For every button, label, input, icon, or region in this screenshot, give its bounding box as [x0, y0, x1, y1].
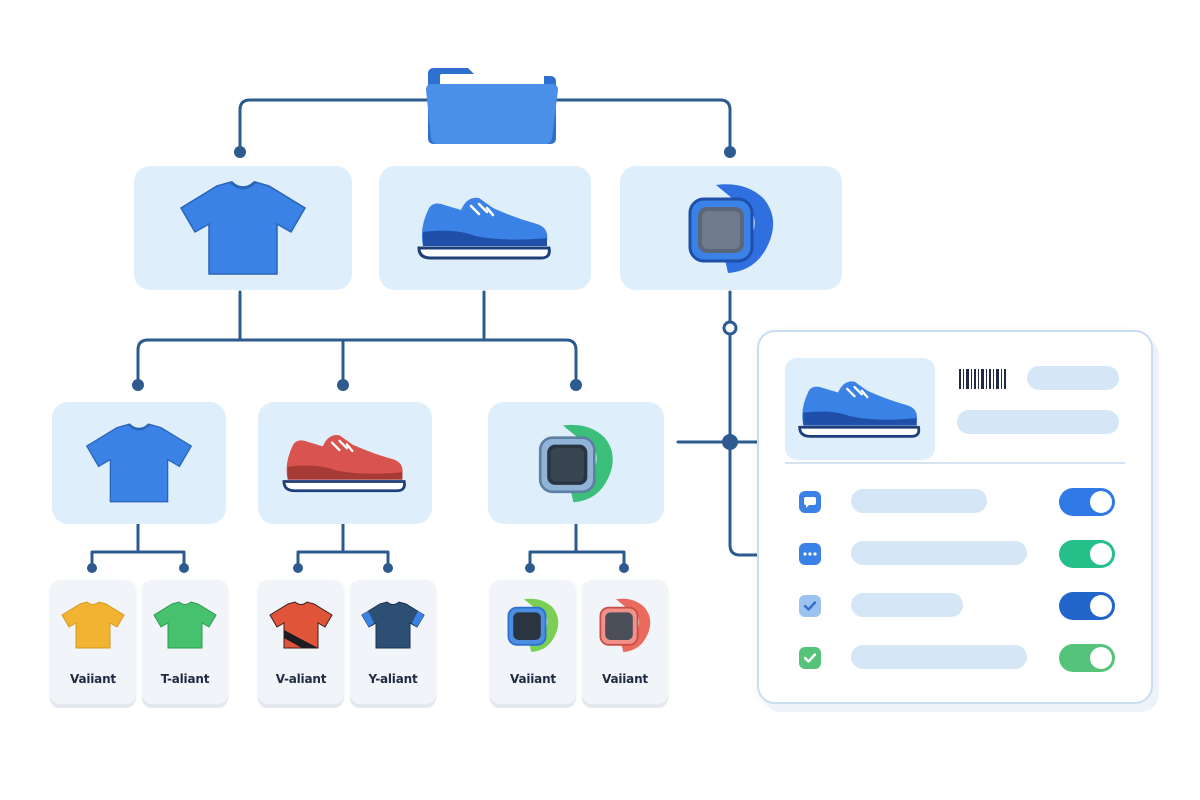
setting-placeholder: [851, 489, 987, 513]
sneaker-icon: [282, 435, 406, 493]
smartwatch-icon: [507, 598, 559, 652]
category-card-wearables[interactable]: [620, 166, 842, 290]
tshirt-icon: [269, 601, 333, 649]
variant-card[interactable]: Vaiiant: [490, 580, 576, 704]
product-card-sneaker[interactable]: [258, 402, 432, 524]
check-icon: [799, 647, 821, 669]
setting-placeholder: [851, 645, 1027, 669]
variant-card[interactable]: V-aliant: [258, 580, 344, 704]
panel-divider: [785, 462, 1125, 464]
folder-icon: [426, 68, 558, 144]
barcode-icon: [959, 369, 1007, 394]
root-node[interactable]: [424, 64, 560, 146]
category-card-footwear[interactable]: [379, 166, 591, 290]
tshirt-icon: [361, 601, 425, 649]
tshirt-icon: [61, 601, 125, 649]
setting-toggle[interactable]: [1059, 592, 1115, 620]
setting-toggle[interactable]: [1059, 540, 1115, 568]
variant-label: T-aliant: [160, 672, 210, 686]
setting-toggle[interactable]: [1059, 644, 1115, 672]
title-placeholder: [957, 410, 1119, 434]
product-image: [785, 358, 935, 460]
variant-label: Vaiiant: [510, 672, 556, 686]
variant-label: Vaiiant: [70, 672, 116, 686]
sneaker-icon: [417, 197, 551, 260]
check-icon: [799, 595, 821, 617]
variant-label: Y-aliant: [368, 672, 418, 686]
product-card-smartwatch[interactable]: [488, 402, 664, 524]
category-card-apparel[interactable]: [134, 166, 352, 290]
smartwatch-icon: [538, 424, 613, 503]
variant-label: Vaiiant: [602, 672, 648, 686]
product-detail-panel: [757, 330, 1153, 704]
variant-card[interactable]: T-aliant: [142, 580, 228, 704]
more-icon: [799, 543, 821, 565]
smartwatch-icon: [688, 184, 774, 273]
chat-icon: [799, 491, 821, 513]
variant-label: V-aliant: [275, 672, 327, 686]
variant-card[interactable]: Vaiiant: [582, 580, 668, 704]
tshirt-icon: [153, 601, 217, 649]
smartwatch-icon: [599, 598, 651, 652]
variant-card[interactable]: Vaiiant: [50, 580, 136, 704]
tshirt-icon: [85, 423, 193, 503]
setting-placeholder: [851, 593, 963, 617]
setting-toggle[interactable]: [1059, 488, 1115, 516]
setting-placeholder: [851, 541, 1027, 565]
sneaker-icon: [798, 381, 921, 438]
tshirt-icon: [179, 180, 307, 275]
sku-placeholder: [1027, 366, 1119, 390]
variant-card[interactable]: Y-aliant: [350, 580, 436, 704]
product-card-tshirt[interactable]: [52, 402, 226, 524]
